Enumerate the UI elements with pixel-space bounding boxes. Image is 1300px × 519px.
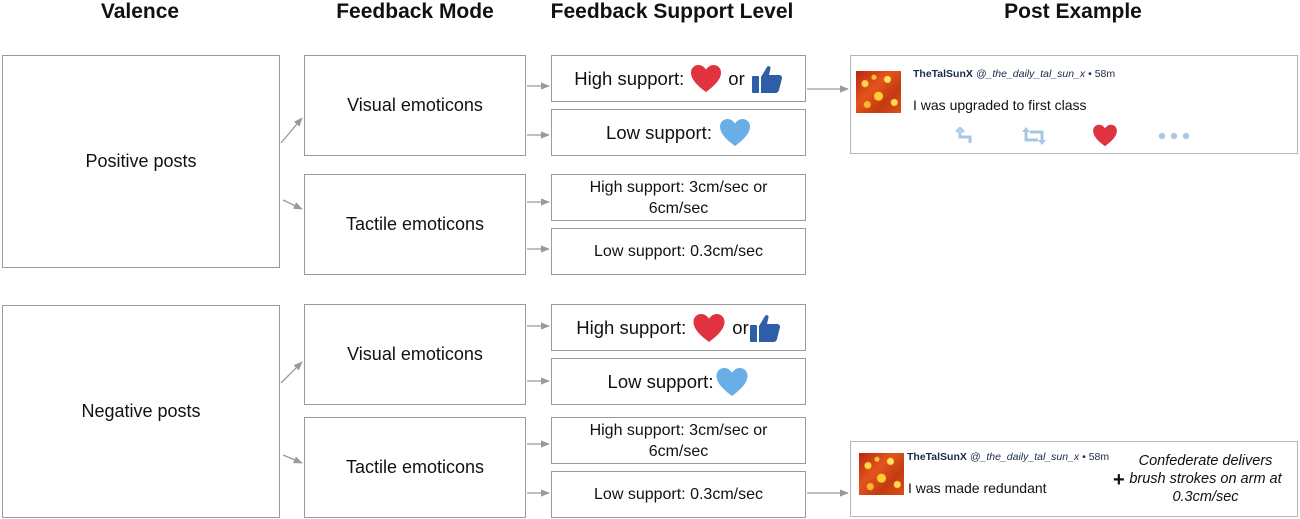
header-valence: Valence [100,0,180,23]
or-label: or [732,316,749,338]
heart-icon [692,313,726,343]
blue-heart-icon [719,118,751,147]
negative-tactile-mode-box: Tactile emoticons [304,417,526,518]
thumbs-up-icon [751,64,783,94]
post-username: TheTalSunX @_the_daily_tal_sun_x • 58m [913,68,1115,80]
post-text: I was upgraded to first class [913,97,1087,113]
thumbs-up-icon [749,313,781,343]
header-post-example: Post Example [1004,0,1142,23]
negative-visual-mode-box: Visual emoticons [304,304,526,405]
mode-label: Tactile emoticons [345,214,485,234]
negative-visual-low-support-box: Low support: [551,358,806,405]
heart-icon[interactable] [1092,124,1118,147]
header-support-level: Feedback Support Level [550,0,794,23]
support-label: High support: 3cm/sec or 6cm/sec [589,421,768,460]
arrow [282,454,303,464]
support-label: High support: 3cm/sec or 6cm/sec [589,178,768,217]
arrow [282,199,303,210]
support-label: High support: [574,67,685,89]
avatar [856,71,901,113]
support-label: Low support: [607,370,714,392]
positive-visual-high-support-box: High support: or [551,55,806,102]
support-label: Low support: 0.3cm/sec [594,243,763,260]
positive-visual-mode-box: Visual emoticons [304,55,526,156]
negative-posts-label: Negative posts [81,401,201,421]
mode-label: Visual emoticons [347,95,483,115]
mode-label: Tactile emoticons [345,457,485,477]
negative-posts-box: Negative posts [2,305,280,518]
post-time: 58m [1094,68,1116,80]
blue-heart-icon [715,367,749,397]
negative-tactile-low-support-box: Low support: 0.3cm/sec [551,471,806,518]
display-name: TheTalSunX [913,68,973,80]
positive-tactile-high-support-box: High support: 3cm/sec or 6cm/sec [551,174,806,221]
or-label: or [728,67,745,89]
handle: @_the_daily_tal_sun_x [969,451,1080,463]
negative-visual-high-support-box: High support: or [551,304,806,351]
support-label: High support: [576,316,687,338]
positive-visual-low-support-box: Low support: [551,109,806,156]
handle: @_the_daily_tal_sun_x [975,68,1086,80]
plus-sign: + [1113,469,1125,491]
support-label: Low support: 0.3cm/sec [594,486,763,503]
positive-post-card: TheTalSunX @_the_daily_tal_sun_x • 58m I… [850,55,1298,154]
post-time: 58m [1088,451,1110,463]
more-icon[interactable] [1158,132,1190,140]
post-username: TheTalSunX @_the_daily_tal_sun_x • 58m [907,451,1109,463]
confederate-note: Confederate delivers brush strokes on ar… [1129,453,1282,505]
positive-posts-box: Positive posts [2,55,280,268]
post-actions [956,124,1190,147]
dot-separator: • [1088,68,1092,80]
retweet-icon[interactable] [1021,126,1047,146]
post-text: I was made redundant [908,480,1047,496]
mode-label: Visual emoticons [347,344,483,364]
reply-icon[interactable] [956,126,976,145]
arrow [280,361,303,384]
display-name: TheTalSunX [907,451,967,463]
negative-post-card: TheTalSunX @_the_daily_tal_sun_x • 58m I… [850,441,1298,517]
dot-separator: • [1082,451,1086,463]
arrow [280,117,303,144]
header-feedback-mode: Feedback Mode [336,0,494,23]
heart-icon [690,64,722,93]
positive-tactile-mode-box: Tactile emoticons [304,174,526,275]
positive-tactile-low-support-box: Low support: 0.3cm/sec [551,228,806,275]
positive-posts-label: Positive posts [85,151,197,171]
avatar [859,453,904,495]
support-label: Low support: [606,121,712,143]
negative-tactile-high-support-box: High support: 3cm/sec or 6cm/sec [551,417,806,464]
